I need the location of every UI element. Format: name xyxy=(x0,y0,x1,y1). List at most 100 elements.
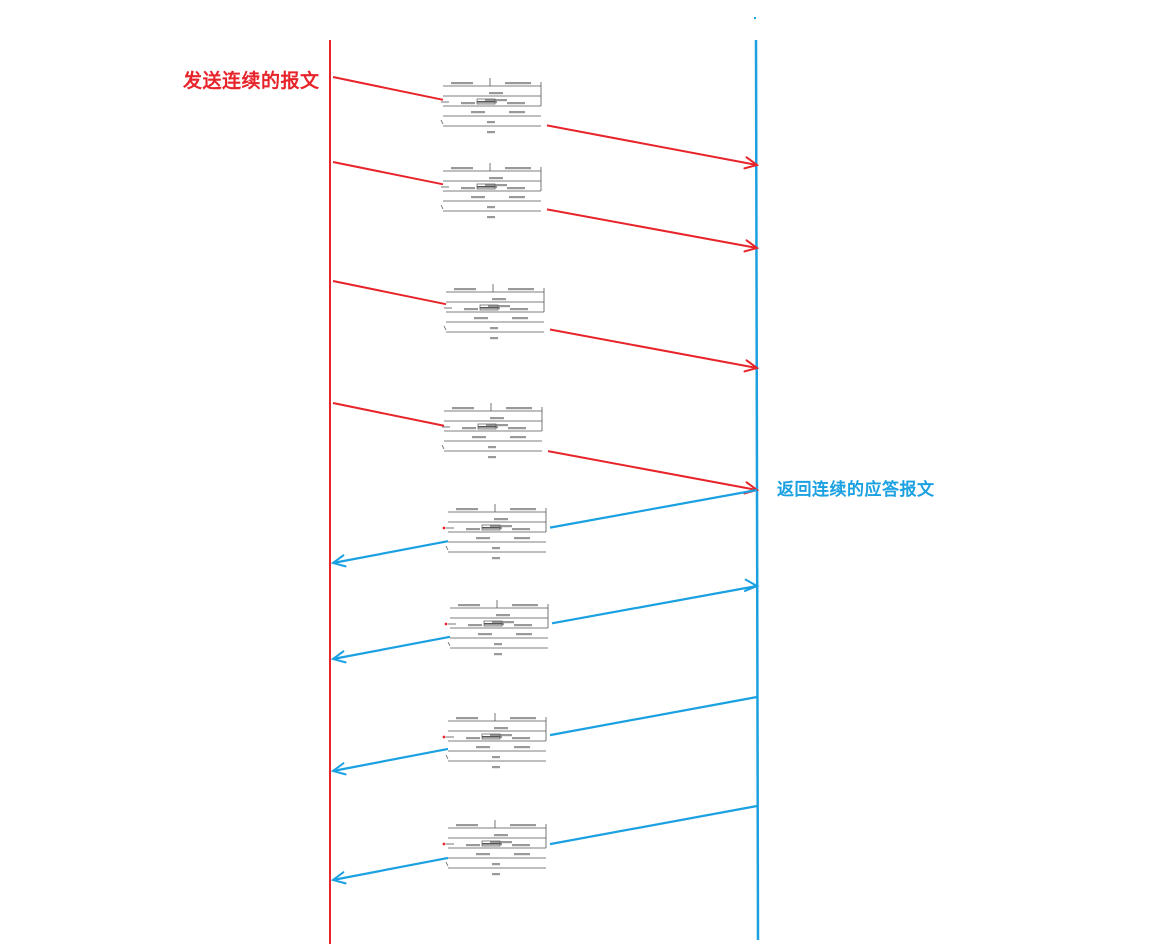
packet-field-label xyxy=(478,633,492,636)
reply-arrow-line xyxy=(332,540,449,565)
packet-field-box-line xyxy=(482,843,500,844)
packet-field-box-line xyxy=(477,101,495,102)
packet-field-label xyxy=(492,557,500,560)
packet-left-tick xyxy=(447,641,451,647)
packet-field-label xyxy=(468,624,482,627)
packet-field-label xyxy=(492,863,500,866)
packet-field-label xyxy=(512,737,530,740)
packet-header-thumbnail-icon xyxy=(443,284,545,340)
packet-field-label xyxy=(454,288,476,291)
packet-marker-dot xyxy=(442,842,446,846)
packet-field-label xyxy=(494,518,508,521)
packet-field-label xyxy=(476,537,490,540)
packet-field-label xyxy=(507,187,525,190)
packet-field-box-line xyxy=(478,426,496,427)
packet-field-label xyxy=(462,427,476,430)
packet-field-label xyxy=(487,206,495,209)
message-arrows xyxy=(330,76,760,885)
packet-field-label xyxy=(505,82,531,85)
reply-arrow-line xyxy=(549,695,758,737)
packet-field-label xyxy=(488,305,510,308)
packet-field-label xyxy=(492,547,500,550)
packet-field-box-line xyxy=(480,307,498,308)
packet-header-thumbnail-icon xyxy=(442,820,547,876)
send-label: 发送连续的报文 xyxy=(183,70,320,92)
packet-field-label xyxy=(471,196,485,199)
packet-field-label xyxy=(507,102,525,105)
reply-arrow-line xyxy=(551,584,758,625)
packet-field-label xyxy=(514,624,532,627)
packet-field-label xyxy=(451,167,473,170)
packet-field-label xyxy=(456,717,478,720)
packet-field-label xyxy=(505,167,531,170)
packet-left-tick xyxy=(440,204,444,210)
packet-field-label xyxy=(509,111,525,114)
packet-header-thumbnail-icon xyxy=(440,163,542,219)
send-arrow-line xyxy=(547,450,758,491)
packet-field-label xyxy=(487,131,495,134)
reply-arrow-line xyxy=(332,635,451,661)
packet-field-label xyxy=(514,853,530,856)
packet-field-label xyxy=(506,407,532,410)
packet-header-thumbnail-icon xyxy=(442,504,547,560)
reply-arrow-line xyxy=(549,488,758,529)
arrowhead-icon xyxy=(330,650,347,664)
packet-field-label xyxy=(512,528,530,531)
packet-field-label xyxy=(482,527,502,530)
packet-field-label xyxy=(452,407,474,410)
packet-field-label xyxy=(494,643,502,646)
packet-left-tick xyxy=(440,119,444,125)
packet-field-label xyxy=(487,121,495,124)
packet-field-label xyxy=(472,436,486,439)
arrowhead-icon xyxy=(743,239,760,253)
packet-field-label xyxy=(466,528,480,531)
send-arrow-line xyxy=(546,208,758,249)
packet-field-label xyxy=(512,317,528,320)
packet-left-tick xyxy=(445,545,449,551)
packet-field-label xyxy=(494,834,508,837)
packet-field-label xyxy=(492,766,500,769)
reply-arrow-line xyxy=(332,856,449,882)
lifelines xyxy=(329,17,760,944)
packet-field-label xyxy=(461,187,475,190)
packet-field-label xyxy=(510,308,528,311)
packet-field-label xyxy=(456,824,478,827)
packet-field-box-line xyxy=(477,186,495,187)
packet-field-label xyxy=(492,298,506,301)
packet-field-label xyxy=(508,427,526,430)
send-arrow-line xyxy=(332,280,447,306)
send-arrow-line xyxy=(332,161,444,186)
packet-field-label xyxy=(488,446,496,449)
packet-field-label xyxy=(476,853,490,856)
packet-field-label xyxy=(510,508,536,511)
packet-field-label xyxy=(492,756,500,759)
packet-thumbnails xyxy=(440,78,549,876)
arrowhead-icon xyxy=(743,359,760,373)
packet-marker-dot xyxy=(444,622,448,626)
send-arrow-line xyxy=(546,124,758,166)
packet-field-label xyxy=(490,841,512,844)
packet-field-label xyxy=(490,327,498,330)
packet-header-thumbnail-icon xyxy=(444,600,549,656)
arrowhead-icon xyxy=(743,156,760,170)
packet-field-label xyxy=(464,308,478,311)
packet-field-label xyxy=(492,621,514,624)
packet-field-label xyxy=(512,844,530,847)
packet-field-label xyxy=(485,99,507,102)
packet-field-label xyxy=(486,424,508,427)
packet-field-label xyxy=(508,288,534,291)
arrowhead-icon xyxy=(743,578,760,592)
arrowhead-icon xyxy=(330,871,347,885)
arrowhead-icon xyxy=(330,554,347,568)
packet-field-label xyxy=(494,727,508,730)
packet-field-label xyxy=(512,604,538,607)
packet-field-label xyxy=(466,737,480,740)
packet-field-label xyxy=(510,436,526,439)
packet-field-label xyxy=(461,102,475,105)
send-arrow-line xyxy=(549,328,758,369)
packet-left-tick xyxy=(443,325,447,331)
packet-field-label xyxy=(476,746,490,749)
packet-left-tick xyxy=(445,754,449,760)
packet-field-label xyxy=(490,417,504,420)
